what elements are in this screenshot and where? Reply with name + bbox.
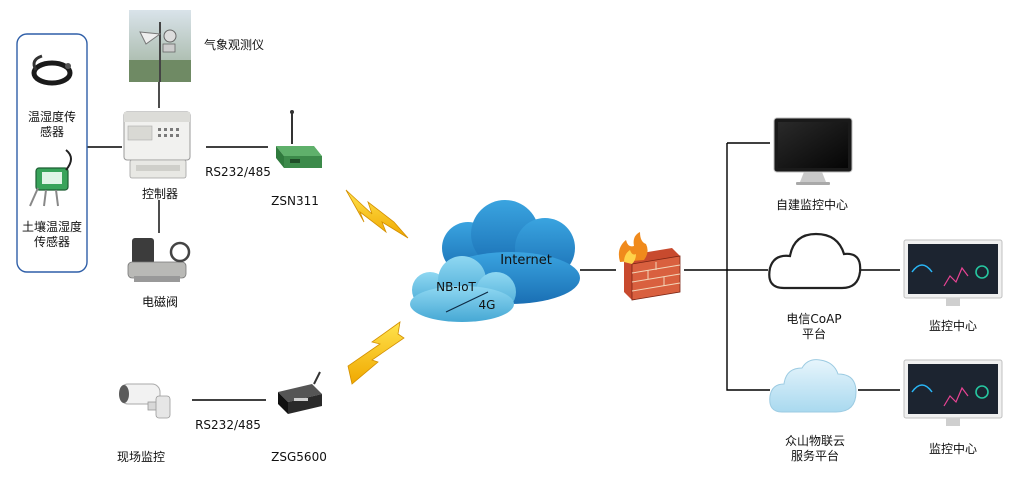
monitor-center-display-icon-1 xyxy=(903,239,1003,306)
wireless-bolt-icon-lower xyxy=(347,321,405,385)
sensor-group-box xyxy=(16,33,88,273)
soil-sensor-icon xyxy=(29,149,72,207)
weather-station-icon xyxy=(129,10,191,82)
nbiot-label: NB-IoT xyxy=(436,280,476,294)
nbiot-cloud-icon xyxy=(410,256,516,322)
rs-link-bottom-label: RS232/485 xyxy=(195,418,261,432)
zhongshan-cloud-icon xyxy=(769,359,857,413)
g4-label: 4G xyxy=(478,298,496,312)
solenoid-valve-label: 电磁阀 xyxy=(141,295,178,309)
temp-humidity-sensor-label: 温湿度传 感器 xyxy=(27,110,76,139)
firewall-icon xyxy=(618,232,681,301)
coap-platform-label: 电信CoAP 平台 xyxy=(786,312,842,341)
controller-label: 控制器 xyxy=(141,187,178,201)
zhongshan-platform-label: 众山物联云 服务平台 xyxy=(784,434,845,463)
coap-cloud-icon xyxy=(768,232,862,290)
zsg5600-device-icon xyxy=(278,371,322,414)
monitor-center-display-icon-2 xyxy=(903,359,1003,426)
wireless-bolt-icon-upper xyxy=(345,189,409,239)
monitor-center-label-2: 监控中心 xyxy=(928,442,977,456)
temp-humidity-sensor-icon xyxy=(31,54,73,86)
internet-label: Internet xyxy=(500,253,552,268)
soil-sensor-label: 土壤温湿度 传感器 xyxy=(21,220,82,249)
self-monitor-center-label: 自建监控中心 xyxy=(775,198,848,212)
connection-lines xyxy=(86,82,900,401)
weather-station-label: 气象观测仪 xyxy=(204,38,265,52)
self-monitor-display-icon xyxy=(773,117,853,185)
zsn311-label: ZSN311 xyxy=(271,194,319,208)
solenoid-valve-icon xyxy=(127,238,191,282)
surveillance-camera-icon xyxy=(119,383,171,419)
controller-icon xyxy=(123,111,191,179)
monitor-center-label-1: 监控中心 xyxy=(928,319,977,333)
zsn311-device-icon xyxy=(276,110,322,168)
rs-link-top-label: RS232/485 xyxy=(205,165,271,179)
camera-label: 现场监控 xyxy=(116,450,165,464)
zsg5600-label: ZSG5600 xyxy=(271,450,327,464)
